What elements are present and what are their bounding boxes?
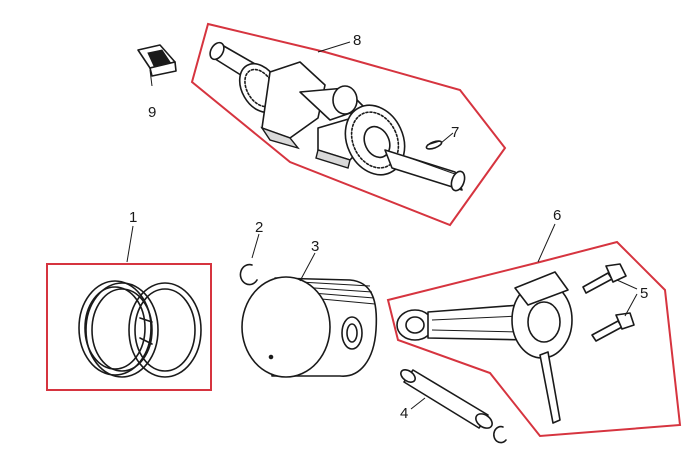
piston-rings-group-outline: [46, 263, 212, 391]
crankshaft-group-outline: [190, 22, 507, 227]
connecting-rod-icon: [396, 271, 573, 424]
piston-pin-icon: [400, 369, 493, 429]
leader-lines: [126, 41, 638, 410]
pin-clip-icon: [493, 425, 507, 444]
woodruff-key-icon: [425, 140, 443, 150]
crankshaft-icon: [209, 41, 466, 192]
part-label-5: 5: [640, 285, 648, 302]
part-label-8: 8: [353, 32, 361, 49]
piston-icon: [241, 276, 378, 378]
part-label-6: 6: [553, 207, 561, 224]
part-label-1: 1: [129, 209, 137, 226]
part-label-4: 4: [400, 405, 408, 422]
crank-key-icon: [137, 44, 177, 77]
part-label-3: 3: [311, 238, 319, 255]
connecting-rod-bolt-icon: [582, 263, 635, 342]
connecting-rod-group-outline: [386, 240, 682, 438]
part-label-2: 2: [255, 219, 263, 236]
circlip-icon: [239, 263, 258, 286]
part-label-7: 7: [451, 124, 459, 141]
part-label-9: 9: [148, 104, 156, 121]
piston-rings-icon: [78, 280, 202, 378]
